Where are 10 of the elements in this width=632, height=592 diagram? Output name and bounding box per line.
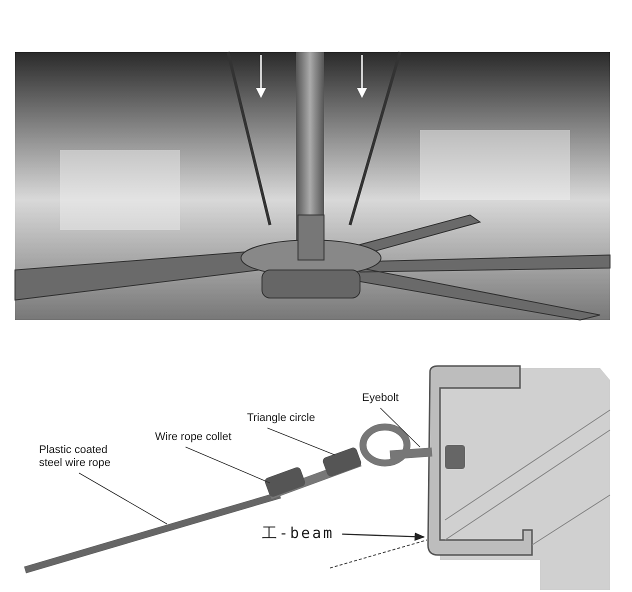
part-label: Triangle circle	[247, 412, 316, 425]
part-label: Plastic coated steel wire rope	[39, 444, 112, 470]
arrow	[342, 532, 426, 541]
leader-line	[185, 446, 270, 484]
leader-line	[78, 472, 168, 524]
leader-line	[267, 428, 336, 456]
leader-line	[380, 408, 420, 448]
part-label: 工-beam	[262, 527, 334, 540]
part-label: Wire rope collet	[155, 431, 232, 444]
part-label: Eyebolt	[362, 392, 399, 405]
